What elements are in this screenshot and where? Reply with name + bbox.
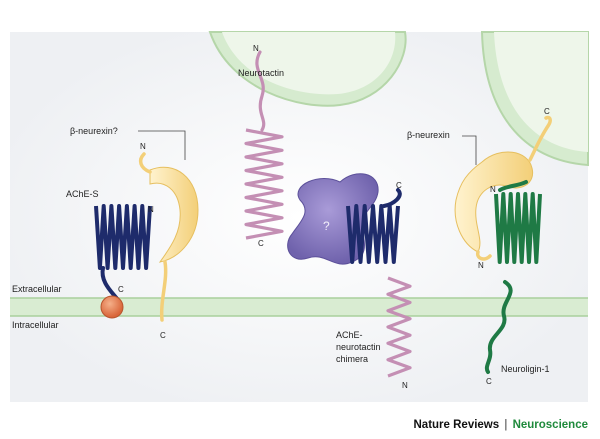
chimera-ache-coil [346,204,400,264]
chimera-c-terminus: C [396,181,402,190]
unknown-protein-question: ? [323,219,330,233]
neurotactin-label: Neurotactin [238,68,284,78]
ache-s-n-terminus: N [148,205,154,214]
intracellular-label: Intracellular [12,320,59,330]
beta-neurexin-question-label: β-neurexin? [70,126,118,136]
chimera-label-line2: neurotactin [336,342,381,352]
ache-s-label: AChE-S [66,189,99,199]
membrane-anchor [100,295,124,319]
ache-s-c-terminus: C [118,285,124,294]
beta-neurexin-left-c-terminus: C [160,331,166,340]
presynaptic-cell-interior [222,32,396,95]
right-cell-interior [494,32,588,152]
chimera-label-line1: AChE- [336,330,363,340]
beta-neurexin-right-c-tail [528,115,552,162]
neuroligin-label: Neuroligin-1 [501,364,550,374]
neuroligin-coil [494,192,542,264]
neuroligin-c-terminus: C [486,377,492,386]
beta-neurexin-label: β-neurexin [407,130,450,140]
neuroligin-n-tail [498,180,528,192]
membrane [10,298,588,316]
chimera-label-line3: chimera [336,354,368,364]
beta-neurexin-left-n-tail [138,152,152,174]
journal-name: Nature Reviews [413,419,500,431]
chimera-neurotactin-tail [386,276,412,378]
neurotactin-coil [244,128,284,240]
neurotactin-c-terminus: C [258,239,264,248]
ache-s-coil [94,204,152,270]
neurotactin-tail [255,50,266,132]
chimera-n-tail [382,188,402,208]
journal-credit: Nature Reviews | Neuroscience [414,419,589,431]
neuroligin-n-terminus: N [490,185,496,194]
beta-neurexin-left-crescent [149,166,199,263]
beta-neurexin-left-c-tail [159,260,168,322]
neurotactin-n-terminus: N [253,44,259,53]
beta-neurexin-right-n-tail [475,250,492,261]
journal-section: Neuroscience [512,419,588,431]
beta-neurexin-right-c-terminus: C [544,107,550,116]
beta-neurexin-leader [462,135,477,165]
beta-neurexin-right-crescent [454,151,534,253]
extracellular-label: Extracellular [12,284,62,294]
neuroligin-tail [484,280,513,374]
credit-separator: | [504,419,508,431]
beta-neurexin-question-leader [138,130,186,160]
beta-neurexin-left-n-terminus: N [140,142,146,151]
chimera-n-terminus: N [402,381,408,390]
beta-neurexin-right-n-terminus: N [478,261,484,270]
